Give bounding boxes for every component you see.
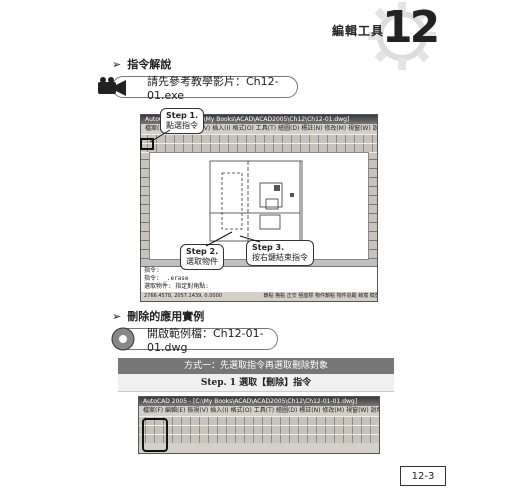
status-bar: 2766.4578, 2057.1439, 0.0000 鎖點 格點 正交 極座… (141, 292, 377, 300)
drawing-canvas[interactable] (149, 152, 369, 260)
window-title-2: AutoCAD 2005 - [C:\My Books\ACAD\ACAD200… (139, 397, 379, 406)
modify-toolbar-2[interactable] (139, 425, 379, 434)
disc-icon (111, 327, 135, 351)
status-otrack[interactable]: 物件追蹤 (336, 293, 357, 299)
status-model[interactable]: 模型 (369, 293, 377, 299)
properties-toolbar-2[interactable] (139, 434, 379, 443)
autocad-window-2: AutoCAD 2005 - [C:\My Books\ACAD\ACAD200… (138, 396, 380, 454)
arrow-bullet-icon: ➢ (112, 57, 122, 71)
status-osnap[interactable]: 物件鎖點 (314, 293, 335, 299)
video-reference: 請先參考教學影片：Ch12-01.exe (112, 75, 298, 102)
method-banner: 方式一：先選取指令再選取刪除對象 (118, 358, 394, 374)
section-heading-2: ➢ 刪除的應用實例 (112, 309, 205, 324)
window-title: AutoCAD 2005 - [C:\My Books\ACAD\ACAD200… (141, 115, 377, 124)
video-camera-icon (98, 77, 126, 96)
step3-callout: Step 3. 按右鍵結束指令 (246, 240, 314, 266)
command-line[interactable]: 指令: 指令: _.erase 選取物件: 指定對角點: (141, 266, 377, 292)
draw-toolbar[interactable] (141, 152, 149, 260)
properties-toolbar[interactable] (141, 143, 377, 152)
menu-bar-2[interactable]: 檔案(F) 編輯(E) 檢視(V) 插入(I) 格式(O) 工具(T) 繪圖(D… (143, 407, 380, 414)
step-title: Step. 1 選取【刪除】指令 (118, 374, 394, 392)
status-grid[interactable]: 格點 (275, 293, 286, 299)
step2-callout: Step 2. 選取物件 (180, 244, 225, 270)
status-ortho[interactable]: 正交 (286, 293, 297, 299)
chapter-title: 編輯工具 (332, 24, 385, 38)
status-polar[interactable]: 極座標 (298, 293, 314, 299)
modify-toolbar[interactable] (369, 152, 377, 260)
gear-icon (368, 2, 436, 70)
example-file-reference: 開啟範例檔：Ch12-01-01.dwg (112, 327, 278, 354)
erase-button-highlight-2[interactable] (142, 418, 168, 452)
section-heading-1: ➢ 指令解說 (112, 57, 172, 72)
status-snap[interactable]: 鎖點 (263, 293, 274, 299)
chapter-number: 12 (382, 2, 440, 53)
menu-bar[interactable]: 檔案(F) 編輯(E) 檢視(V) 插入(I) 格式(O) 工具(T) 繪圖(D… (145, 125, 378, 132)
autocad-window: AutoCAD 2005 - [C:\My Books\ACAD\ACAD200… (140, 114, 378, 302)
arrow-bullet-icon: ➢ (112, 309, 122, 323)
status-lineweight[interactable]: 線寬 (358, 293, 369, 299)
erase-button-highlight[interactable] (140, 138, 154, 150)
coordinate-readout: 2766.4578, 2057.1439, 0.0000 (144, 293, 222, 299)
standard-toolbar[interactable] (141, 134, 377, 143)
standard-toolbar-2[interactable] (139, 416, 379, 425)
step1-callout: Step 1. 點選指令 (160, 108, 205, 134)
page-number: 12-3 (400, 466, 446, 486)
